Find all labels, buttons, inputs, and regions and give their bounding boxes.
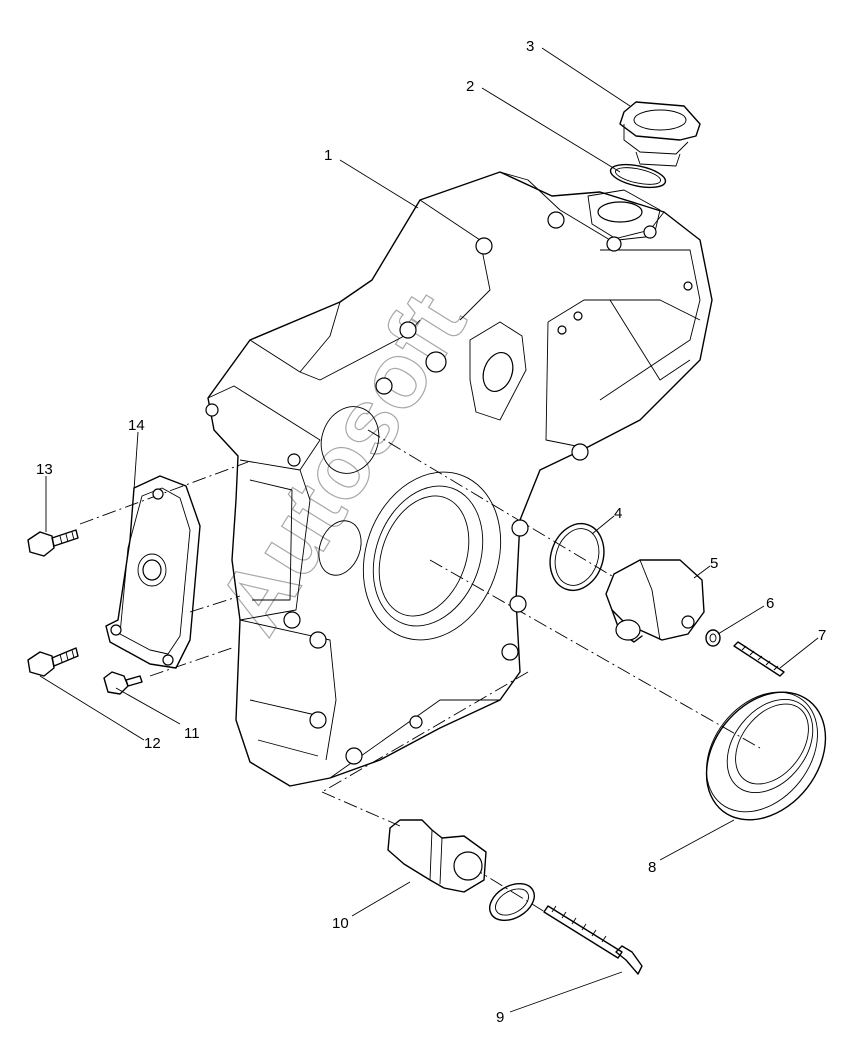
callout-1: 1 (324, 147, 332, 164)
sleeve-adapter (387, 819, 487, 893)
washer (705, 629, 721, 647)
callout-3: 3 (526, 38, 534, 55)
screw-small (733, 641, 785, 677)
bolt-11 (103, 671, 143, 695)
timing-cover-housing (205, 171, 713, 787)
callout-2: 2 (466, 78, 474, 95)
callout-13: 13 (36, 461, 53, 478)
callout-5: 5 (710, 555, 718, 572)
callout-labels: 1 2 3 4 5 6 7 8 9 10 11 12 13 14 (36, 38, 826, 1026)
filler-cap (619, 101, 701, 167)
callout-8: 8 (648, 859, 656, 876)
watermark: Autosoft (198, 276, 485, 651)
crankshaft-seal (705, 691, 827, 821)
bolt-13 (27, 529, 79, 557)
callout-10: 10 (332, 915, 349, 932)
elbow-housing (605, 559, 705, 643)
long-bolt (543, 905, 643, 975)
callout-6: 6 (766, 595, 774, 612)
callout-14: 14 (128, 417, 145, 434)
cap-o-ring (609, 163, 667, 189)
callout-11: 11 (184, 725, 200, 742)
callout-9: 9 (496, 1009, 504, 1026)
callout-12: 12 (144, 735, 161, 752)
assembly-axis-lines (79, 429, 761, 913)
callout-7: 7 (818, 627, 826, 644)
cover-plate-gasket (105, 475, 201, 669)
leader-lines (39, 47, 819, 1013)
callout-4: 4 (614, 505, 622, 522)
o-ring-small (489, 882, 535, 922)
o-ring-large (549, 522, 605, 592)
bolt-12 (27, 647, 79, 677)
